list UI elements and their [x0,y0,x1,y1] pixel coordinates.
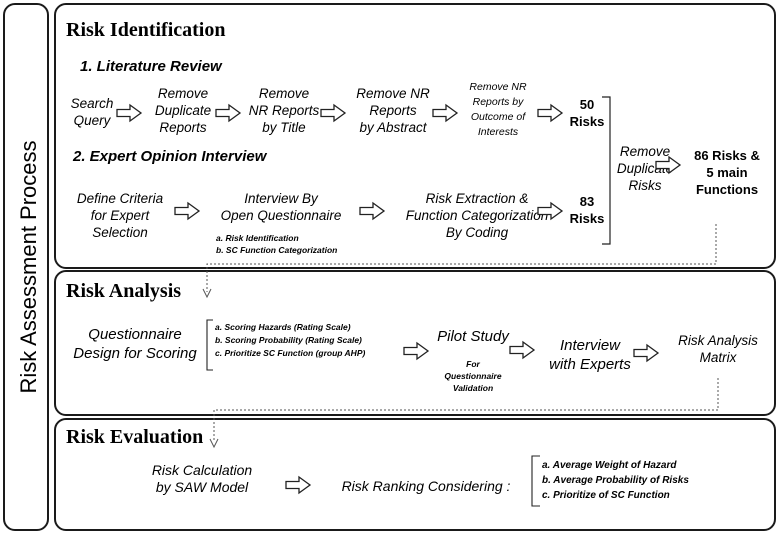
risk-extraction-step: Risk Extraction & Function Categorizatio… [405,191,549,240]
arrow-icon [215,104,241,122]
risk-analysis-panel [54,270,776,416]
questionnaire-design-step: Questionnaire Design for Scoring [73,326,197,362]
risk-identification-panel [54,3,776,269]
criteria-bracket [531,455,540,507]
literature-review-title: 1. Literature Review [80,58,222,75]
interview-experts-step: Interview with Experts [549,337,631,373]
arrow-icon [174,202,200,220]
arrow-icon [537,202,563,220]
arrow-icon [285,476,311,494]
literature-risk-count: 50 Risks [569,97,605,129]
connector-arrowhead [209,438,219,449]
process-sidebar [3,3,49,531]
pilot-study-step: Pilot Study [437,328,509,345]
risk-analysis-matrix-step: Risk Analysis Matrix [678,333,758,365]
arrow-icon [655,156,681,174]
risk-calculation-step: Risk Calculation by SAW Model [151,462,253,495]
pilot-study-note: For Questionnaire Validation [444,359,502,393]
scoring-items-list: a. Scoring Hazards (Rating Scale) b. Sco… [215,322,366,358]
risk-evaluation-panel [54,418,776,531]
final-risks-result: 86 Risks & 5 main Functions [694,148,760,197]
arrow-icon [320,104,346,122]
risk-ranking-step: Risk Ranking Considering : [341,478,511,494]
interview-open-questionnaire-step: Interview By Open Questionnaire [220,191,342,223]
scoring-bracket [206,319,213,371]
arrow-icon [116,104,142,122]
connector-arrowhead [202,288,212,299]
remove-nr-outcome-step: Remove NR Reports by Outcome of Interest… [469,81,527,138]
arrow-icon [509,341,535,359]
ranking-criteria-list: a. Average Weight of Hazard b. Average P… [542,460,689,501]
remove-duplicate-reports-step: Remove Duplicate Reports [154,86,212,135]
risk-evaluation-heading: Risk Evaluation [66,426,204,448]
remove-nr-abstract-step: Remove NR Reports by Abstract [356,86,430,135]
expert-opinion-title: 2. Expert Opinion Interview [73,148,267,165]
remove-nr-title-step: Remove NR Reports by Title [248,86,320,135]
arrow-icon [403,342,429,360]
arrow-icon [432,104,458,122]
arrow-icon [359,202,385,220]
risk-analysis-heading: Risk Analysis [66,280,182,302]
arrow-icon [633,344,659,362]
define-criteria-step: Define Criteria for Expert Selection [76,191,164,240]
risk-identification-heading: Risk Identification [66,19,226,41]
dotted-connector [206,224,717,292]
arrow-icon [537,104,563,122]
dotted-connector [213,378,719,442]
search-query-step: Search Query [70,96,114,128]
merge-bracket [602,96,611,245]
expert-risk-count: 83 Risks [569,194,605,226]
interview-items-list: a. Risk Identification b. SC Function Ca… [216,233,338,255]
